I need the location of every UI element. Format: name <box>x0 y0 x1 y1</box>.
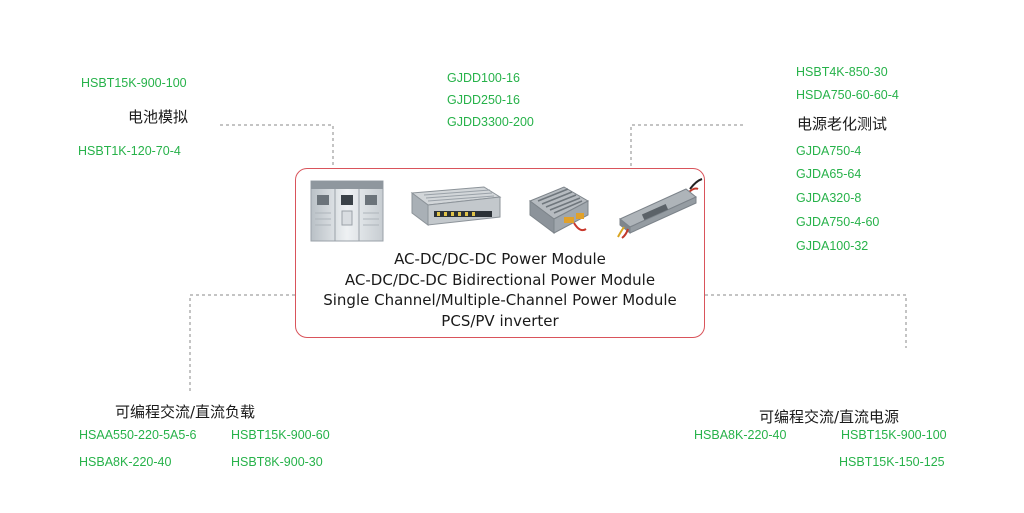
model-label: HSBA8K-220-40 <box>694 428 787 442</box>
model-label: HSDA750-60-60-4 <box>796 88 899 102</box>
cabinet-product-image <box>310 180 384 242</box>
connector-ac-dc-load <box>189 294 295 392</box>
connector-ac-dc-source <box>705 294 907 348</box>
category-title-aging-test: 电源老化测试 <box>797 115 888 133</box>
model-label: HSBT8K-900-30 <box>231 455 323 469</box>
product-category-box: AC-DC/DC-DC Power Module AC-DC/DC-DC Bid… <box>295 168 705 338</box>
center-line: Single Channel/Multiple-Channel Power Mo… <box>323 291 677 309</box>
category-title-ac-dc-source: 可编程交流/直流电源 <box>759 408 900 426</box>
model-label: HSBT15K-900-100 <box>841 428 947 442</box>
model-label: GJDD100-16 <box>447 71 520 85</box>
model-label: GJDA320-8 <box>796 191 862 205</box>
model-label: HSBT1K-120-70-4 <box>78 144 181 158</box>
center-description: AC-DC/DC-DC Power Module AC-DC/DC-DC Bid… <box>296 249 704 331</box>
model-label: GJDA100-32 <box>796 239 869 253</box>
model-label: GJDA750-4 <box>796 144 862 158</box>
led-driver-product-image <box>617 178 703 239</box>
charger-product-image <box>528 186 590 234</box>
model-label: GJDA65-64 <box>796 167 862 181</box>
model-label: GJDA750-4-60 <box>796 215 880 229</box>
category-title-battery-sim: 电池模拟 <box>128 108 189 126</box>
model-label: GJDD250-16 <box>447 93 520 107</box>
center-line: PCS/PV inverter <box>441 311 559 330</box>
model-label: HSBT15K-900-60 <box>231 428 330 442</box>
model-label: HSBT4K-850-30 <box>796 65 888 79</box>
model-label: HSAA550-220-5A5-6 <box>79 428 197 442</box>
connector-battery-sim <box>220 124 334 168</box>
model-label: HSBT15K-900-100 <box>81 76 187 90</box>
model-label: HSBA8K-220-40 <box>79 455 172 469</box>
category-title-ac-dc-load: 可编程交流/直流负载 <box>115 403 256 421</box>
connector-aging-test <box>630 124 743 168</box>
power-supply-product-image <box>410 186 502 226</box>
model-label: HSBT15K-150-125 <box>839 455 945 469</box>
center-line: AC-DC/DC-DC Power Module <box>394 250 606 268</box>
model-label: GJDD3300-200 <box>447 115 534 129</box>
center-line: AC-DC/DC-DC Bidirectional Power Module <box>344 270 656 289</box>
